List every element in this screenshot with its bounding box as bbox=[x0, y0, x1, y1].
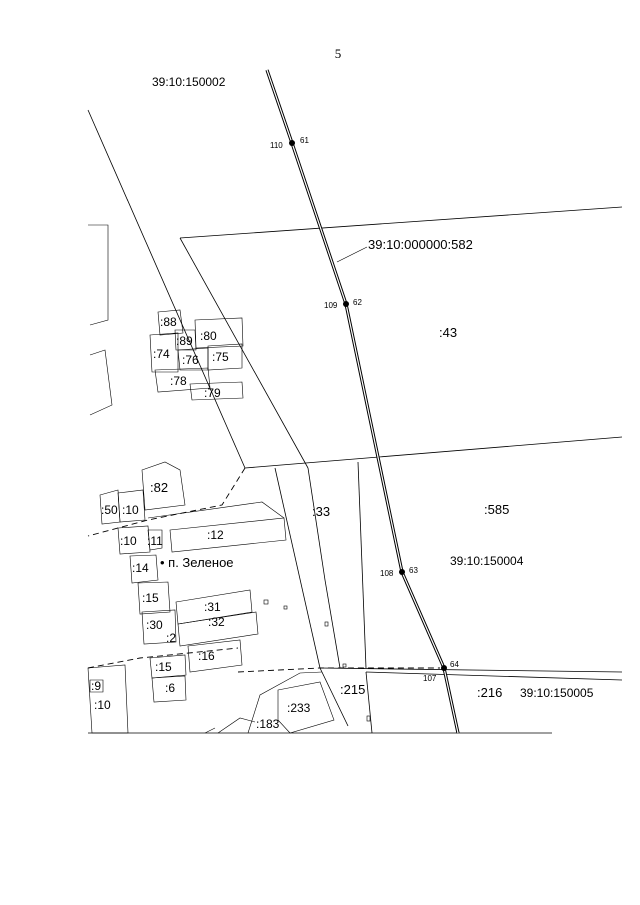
survey-point bbox=[289, 140, 295, 146]
point-id: 110 bbox=[270, 141, 283, 150]
parcel-label: :585 bbox=[484, 502, 509, 517]
parcel-label: :50 bbox=[101, 503, 118, 517]
parcel-label: :88 bbox=[160, 315, 177, 329]
parcel-label: :79 bbox=[204, 386, 221, 400]
parcel-label: :6 bbox=[165, 681, 175, 695]
point-id: 109 bbox=[324, 301, 338, 310]
point-id: 107 bbox=[423, 674, 437, 683]
boundary-lines bbox=[87, 109, 623, 734]
parcel-label: :10 bbox=[122, 503, 139, 517]
parcel-label: :10 bbox=[120, 534, 137, 548]
parcel-label: :82 bbox=[150, 480, 168, 495]
point-id: 108 bbox=[380, 569, 394, 578]
parcel-label: :15 bbox=[155, 660, 172, 674]
survey-points: 61 110 62 109 63 108 64 107 bbox=[270, 136, 459, 683]
point-number: 61 bbox=[300, 136, 309, 145]
parcel-label: :215 bbox=[340, 682, 365, 697]
point-number: 64 bbox=[450, 660, 459, 669]
parcel-label: :10 bbox=[94, 698, 111, 712]
parcel-label: :32 bbox=[208, 615, 225, 629]
parcel-label: :12 bbox=[207, 528, 224, 542]
small-features bbox=[263, 599, 371, 722]
road-label: 39:10:000000:582 bbox=[368, 237, 473, 252]
bottom-road bbox=[319, 667, 623, 734]
survey-point bbox=[343, 301, 349, 307]
parcel-label: :9 bbox=[91, 679, 101, 693]
point-number: 63 bbox=[409, 566, 418, 575]
parcel-label: :76 bbox=[182, 353, 199, 367]
quarter-label: 39:10:150004 bbox=[450, 554, 524, 568]
parcel-label: :183 bbox=[256, 717, 280, 731]
parcel-label: :43 bbox=[439, 325, 457, 340]
parcel-label: :11 bbox=[147, 534, 163, 548]
parcel-label: :16 bbox=[198, 649, 215, 663]
settlement-label: • п. Зеленое bbox=[160, 555, 234, 570]
point-number: 62 bbox=[353, 298, 362, 307]
parcel-label: :75 bbox=[212, 350, 229, 364]
parcel-label: :80 bbox=[200, 329, 217, 343]
page-number: 5 bbox=[335, 46, 342, 61]
parcel-label: :30 bbox=[146, 618, 163, 632]
parcel-label: :15 bbox=[142, 591, 159, 605]
survey-point bbox=[399, 569, 405, 575]
parcel-label: :31 bbox=[204, 600, 221, 614]
main-road bbox=[265, 69, 460, 734]
quarter-label: 39:10:150002 bbox=[152, 75, 226, 89]
parcel-labels: :43 :585 :33 :82 :88 :89 :80 :74 :76 :75… bbox=[91, 315, 509, 731]
parcel-label: :78 bbox=[170, 374, 187, 388]
parcel-outlines bbox=[87, 309, 335, 734]
parcel-label: :233 bbox=[287, 701, 311, 715]
parcel-label: :14 bbox=[132, 561, 149, 575]
survey-point bbox=[441, 665, 447, 671]
parcel-label: :89 bbox=[176, 334, 193, 348]
parcel-label: :33 bbox=[312, 504, 330, 519]
parcel-label: :74 bbox=[153, 347, 170, 361]
parcel-label: :216 bbox=[477, 685, 502, 700]
quarter-label: 39:10:150005 bbox=[520, 686, 594, 700]
parcel-label: :2 bbox=[166, 631, 176, 645]
